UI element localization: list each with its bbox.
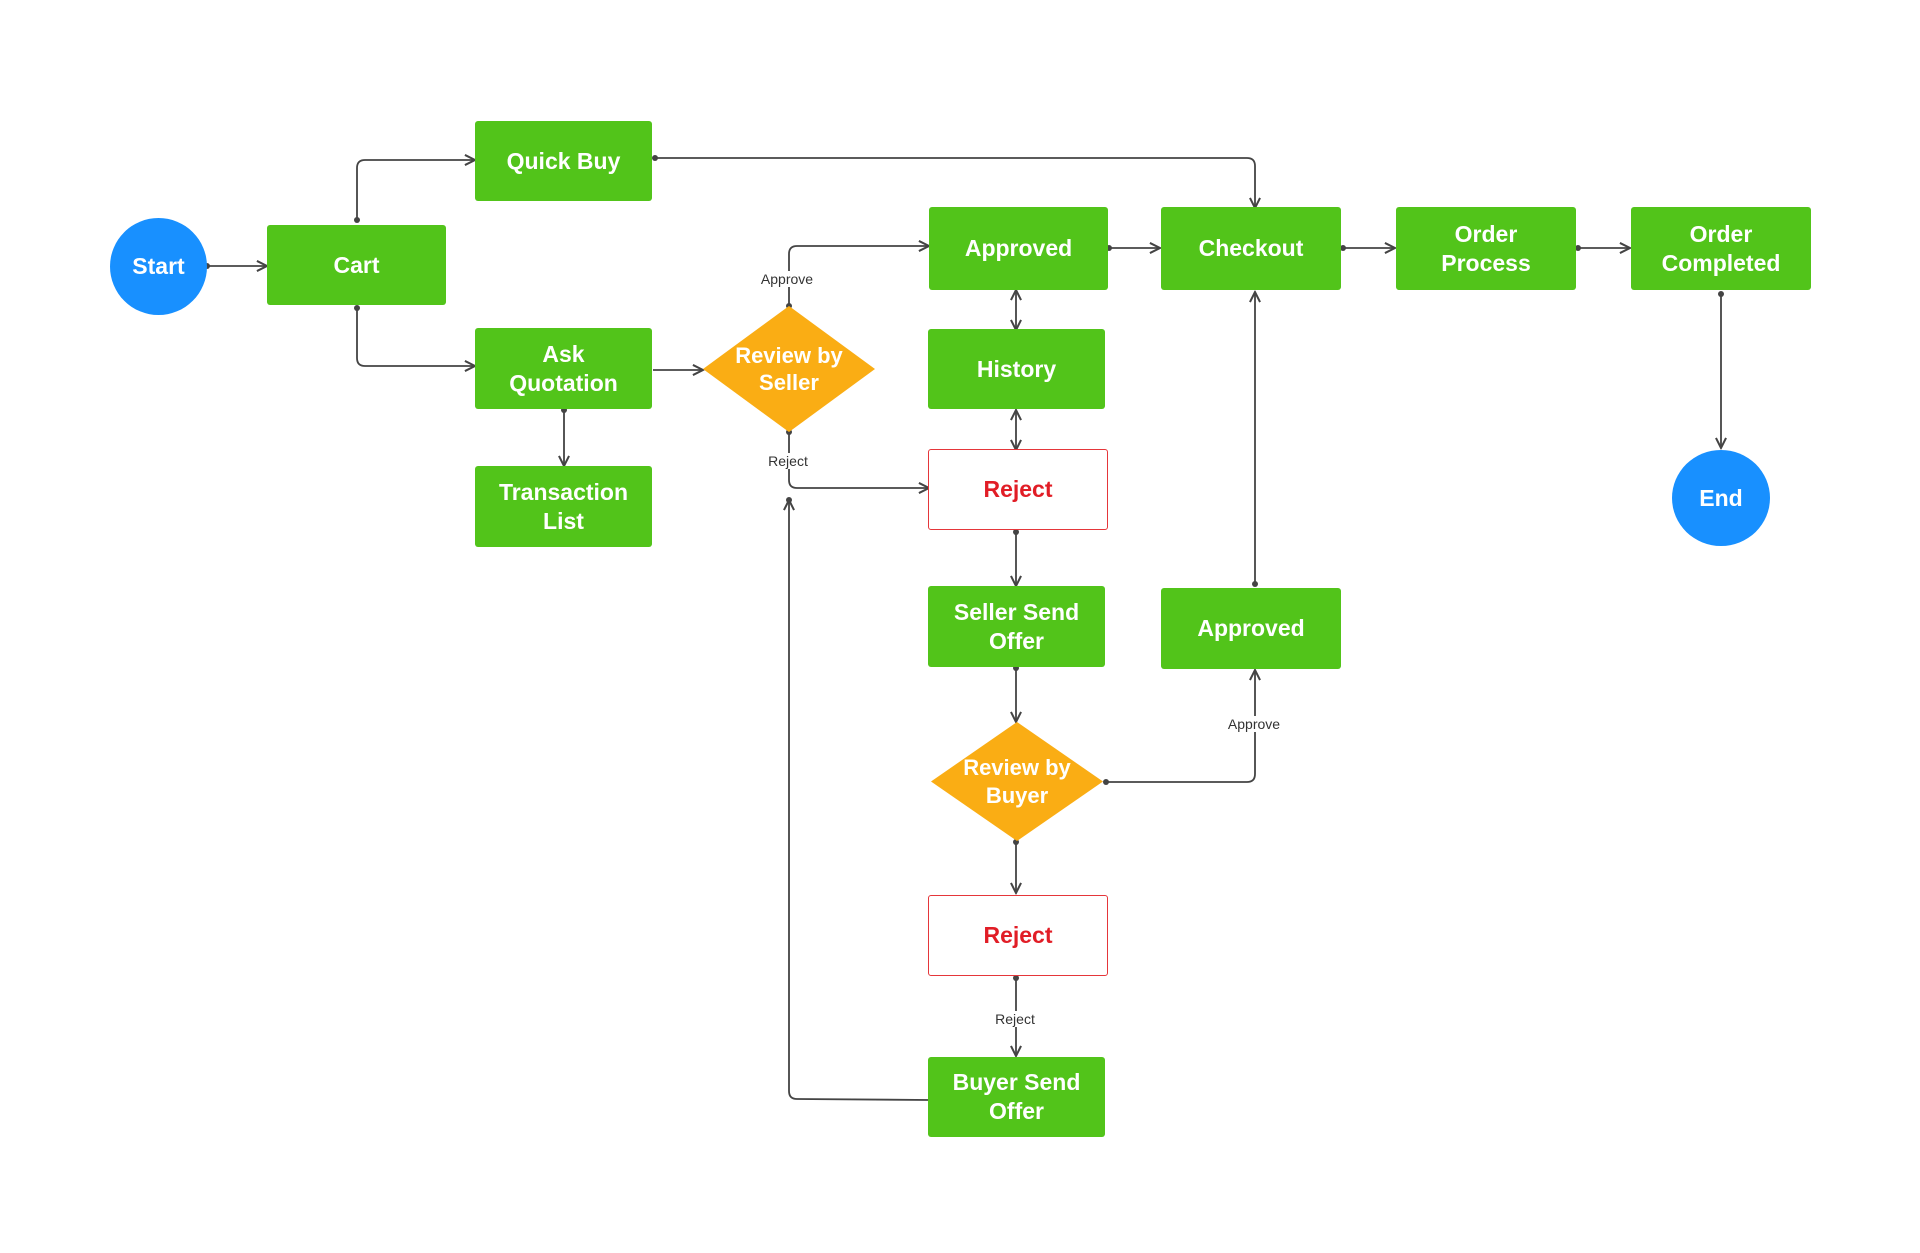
review-by-seller-label: Review by Seller [735,342,843,396]
quick-buy-node[interactable]: Quick Buy [475,121,652,201]
edge-quickbuy-checkout [655,157,1255,208]
checkout-node[interactable]: Checkout [1161,207,1341,290]
reject-low-node[interactable]: Reject [928,895,1108,976]
review-by-buyer-label: Review by Buyer [963,755,1071,808]
buyer-send-offer-node[interactable]: Buyer Send Offer [928,1057,1105,1137]
start-node[interactable]: Start [110,218,207,315]
approved-top-node[interactable]: Approved [929,207,1108,290]
edge-reviewseller-reject [788,432,929,488]
edge-cart-askquotation [356,308,475,366]
diamond-shape [931,722,1103,841]
edge-label-buyer-reject: Reject [993,1011,1037,1027]
edge-reviewseller-approved [788,246,929,306]
seller-send-offer-node[interactable]: Seller Send Offer [928,586,1105,667]
reject-mid-node[interactable]: Reject [928,449,1108,530]
edge-label-seller-reject: Reject [766,453,810,469]
edge-buyersendoffer-loop [789,500,930,1101]
edge-cart-quickbuy [356,160,475,220]
edge-reviewbuyer-approved [1106,670,1255,783]
edge-label-seller-approve: Approve [758,271,816,287]
review-by-seller-node[interactable]: Review by Seller [703,306,875,432]
transaction-list-node[interactable]: Transaction List [475,466,652,547]
cart-node[interactable]: Cart [267,225,446,305]
edge-label-buyer-approve: Approve [1225,716,1283,732]
order-process-node[interactable]: Order Process [1396,207,1576,290]
end-node[interactable]: End [1672,450,1770,546]
approved-right-node[interactable]: Approved [1161,588,1341,669]
ask-quotation-node[interactable]: Ask Quotation [475,328,652,409]
order-completed-node[interactable]: Order Completed [1631,207,1811,290]
diamond-shape [703,306,875,432]
history-node[interactable]: History [928,329,1105,409]
review-by-buyer-node[interactable]: Review by Buyer [931,722,1103,841]
